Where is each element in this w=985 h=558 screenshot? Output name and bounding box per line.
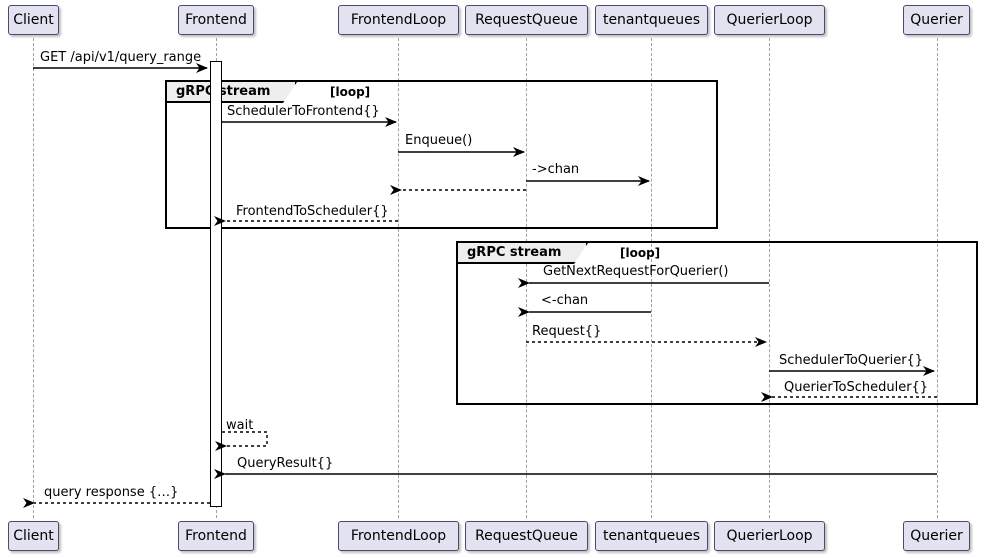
participant-box-bottom-frontend[interactable]: Frontend — [178, 521, 254, 551]
frame-condition-loop-frontend: [loop] — [330, 85, 371, 99]
message-label-enqueue: Enqueue() — [405, 133, 473, 148]
frame-label-grpc-stream-frontend: gRPC stream — [167, 82, 297, 103]
frame-label-grpc-stream-querier: gRPC stream — [458, 243, 588, 264]
message-label-get-next-request-for-querier: GetNextRequestForQuerier() — [543, 264, 729, 279]
frame-grpc-stream-frontend — [165, 80, 718, 229]
message-label-request: Request{} — [532, 324, 602, 339]
lifeline-frontendloop — [398, 38, 399, 518]
activation-frontend — [210, 61, 222, 507]
lifeline-tenantqueues — [651, 38, 652, 518]
participant-box-top-querierloop[interactable]: QuerierLoop — [714, 5, 825, 35]
participant-box-top-tenantqueues[interactable]: tenantqueues — [595, 5, 708, 35]
participant-box-bottom-frontendloop[interactable]: FrontendLoop — [338, 521, 459, 551]
lifeline-client — [33, 38, 34, 518]
participant-box-bottom-querierloop[interactable]: QuerierLoop — [714, 521, 825, 551]
participant-box-top-requestqueue[interactable]: RequestQueue — [465, 5, 588, 35]
frame-condition-loop-querier: [loop] — [620, 246, 661, 260]
participant-box-top-frontend[interactable]: Frontend — [178, 5, 254, 35]
lifeline-querierloop — [769, 38, 770, 518]
frame-grpc-stream-querier — [456, 241, 978, 405]
message-label-scheduler-to-frontend: SchedulerToFrontend{} — [227, 104, 380, 119]
participant-box-top-client[interactable]: Client — [8, 5, 59, 35]
message-label-wait: wait — [226, 418, 254, 433]
message-label-to-chan: ->chan — [532, 162, 580, 177]
participant-box-bottom-requestqueue[interactable]: RequestQueue — [465, 521, 588, 551]
message-label-querier-to-scheduler: QuerierToScheduler{} — [784, 380, 929, 395]
message-label-query-result: QueryResult{} — [237, 456, 334, 471]
message-label-query-response: query response {…} — [44, 485, 179, 500]
participant-box-bottom-client[interactable]: Client — [8, 521, 59, 551]
participant-box-top-frontendloop[interactable]: FrontendLoop — [338, 5, 459, 35]
message-label-scheduler-to-querier: SchedulerToQuerier{} — [779, 353, 924, 368]
participant-box-bottom-tenantqueues[interactable]: tenantqueues — [595, 521, 708, 551]
message-label-frontend-to-scheduler: FrontendToScheduler{} — [236, 204, 389, 219]
message-label-get-query-range: GET /api/v1/query_range — [40, 50, 202, 65]
arrow-wait-self — [215, 431, 268, 451]
participant-box-bottom-querier[interactable]: Querier — [903, 521, 970, 551]
participant-box-top-querier[interactable]: Querier — [903, 5, 970, 35]
lifeline-querier — [937, 38, 938, 518]
message-label-from-chan: <-chan — [541, 293, 589, 308]
